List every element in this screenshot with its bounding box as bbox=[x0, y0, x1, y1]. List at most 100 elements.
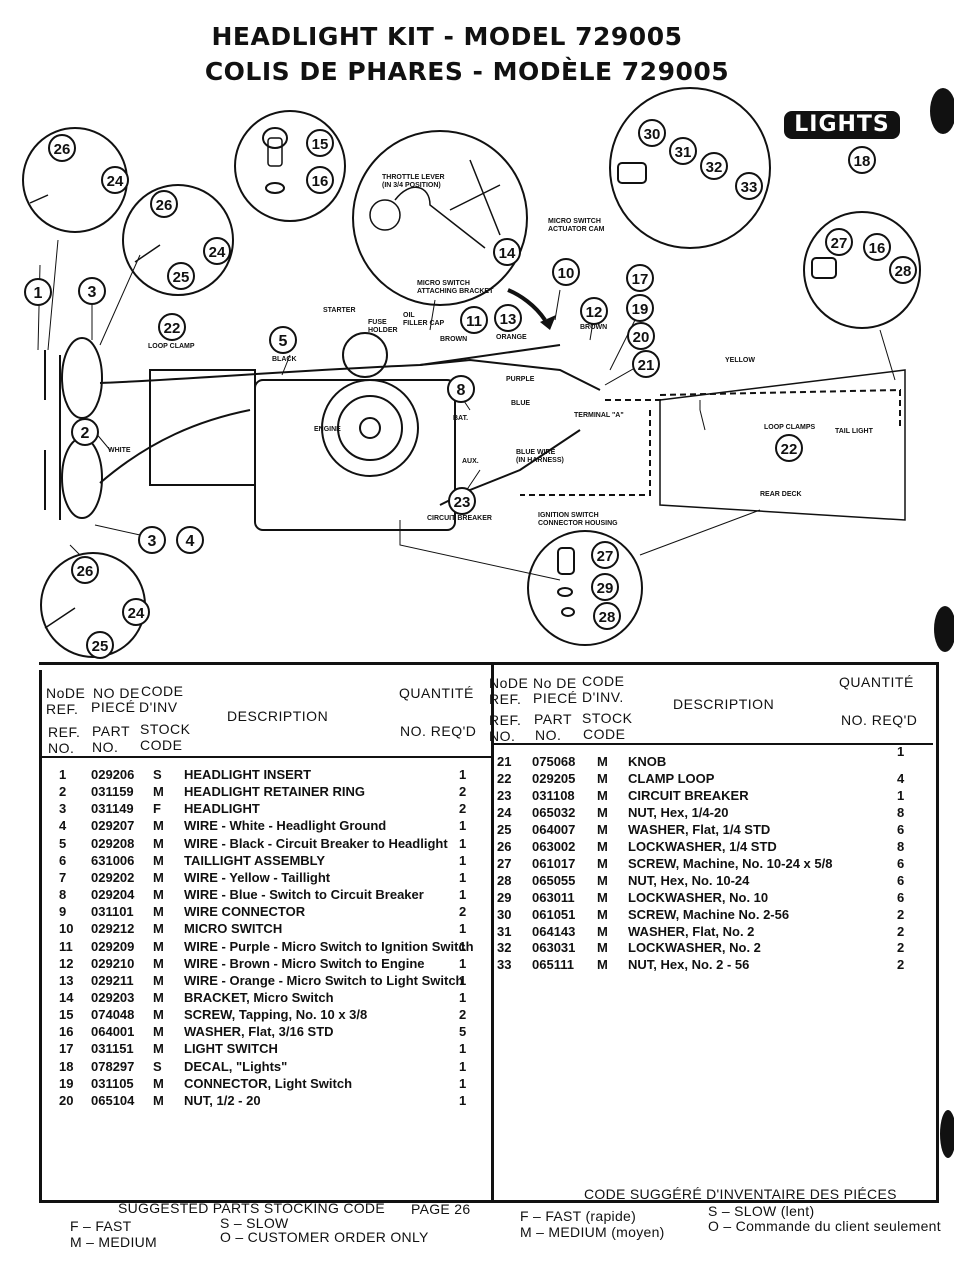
cell-code: M bbox=[597, 770, 608, 786]
cell-ref: 28 bbox=[497, 872, 512, 888]
hdr-r-piece: PIECÉ bbox=[533, 690, 578, 706]
cell-description: CIRCUIT BREAKER bbox=[628, 787, 749, 803]
svg-text:12: 12 bbox=[586, 304, 603, 321]
cell-ref: 33 bbox=[497, 957, 512, 973]
cell-description: WIRE - Yellow - Taillight bbox=[184, 869, 331, 885]
cell-code: M bbox=[153, 1041, 164, 1057]
cell-ref: 2 bbox=[59, 784, 67, 800]
label-loop-clamp: LOOP CLAMP bbox=[148, 343, 195, 350]
footer-code-o: O – CUSTOMER ORDER ONLY bbox=[220, 1229, 429, 1245]
callout-25: 25 bbox=[167, 262, 195, 290]
cell-description: WASHER, Flat, 1/4 STD bbox=[628, 821, 771, 837]
label-starter: STARTER bbox=[323, 307, 356, 314]
hdr-r-code: CODE bbox=[583, 726, 626, 742]
cell-code: M bbox=[153, 972, 164, 988]
hdr-r-code-fr: CODE bbox=[582, 673, 625, 689]
svg-text:5: 5 bbox=[279, 333, 288, 350]
cell-part: 031149 bbox=[91, 801, 134, 817]
callout-16: 16 bbox=[306, 166, 334, 194]
hdr-r-part: PART bbox=[534, 711, 573, 727]
cell-quantity: 1 bbox=[459, 955, 467, 971]
svg-text:10: 10 bbox=[558, 265, 575, 282]
cell-ref: 1 bbox=[59, 767, 67, 782]
hdr-no-de: NO DE bbox=[93, 685, 140, 701]
headlight-upper bbox=[61, 337, 103, 419]
callout-2: 2 bbox=[71, 418, 99, 446]
cell-quantity: 1 bbox=[459, 989, 467, 1005]
svg-text:17: 17 bbox=[632, 271, 649, 288]
cell-description: SCREW, Machine No. 2-56 bbox=[628, 906, 790, 922]
cell-description: LOCKWASHER, No. 10 bbox=[628, 889, 769, 905]
cell-quantity: 1 bbox=[897, 744, 905, 759]
title-fr: COLIS DE PHARES - MODÈLE 729005 bbox=[204, 57, 730, 86]
svg-text:15: 15 bbox=[312, 136, 329, 153]
title-en: HEADLIGHT KIT - MODEL 729005 bbox=[211, 22, 683, 51]
footer-code-m-fr: M – MEDIUM (moyen) bbox=[520, 1224, 665, 1240]
cell-code: M bbox=[597, 906, 608, 922]
cell-quantity: 2 bbox=[459, 801, 467, 817]
svg-text:31: 31 bbox=[675, 144, 692, 161]
cell-ref: 4 bbox=[59, 818, 67, 834]
cell-description: WIRE - Black - Circuit Breaker to Headli… bbox=[184, 835, 448, 851]
cell-quantity: 1 bbox=[459, 869, 467, 885]
cell-code: M bbox=[153, 869, 164, 885]
cell-quantity: 1 bbox=[459, 767, 467, 782]
cell-description: HEADLIGHT RETAINER RING bbox=[184, 784, 366, 800]
label-white: WHITE bbox=[108, 447, 131, 454]
svg-text:30: 30 bbox=[644, 126, 661, 143]
hdr-r-dinv: D'INV. bbox=[582, 689, 624, 705]
callout-4: 4 bbox=[176, 526, 204, 554]
detail-circle-27-29-28 bbox=[527, 530, 643, 646]
cell-quantity: 1 bbox=[459, 1092, 467, 1108]
label-bat: BAT. bbox=[453, 415, 469, 422]
cell-quantity: 1 bbox=[459, 852, 467, 868]
cell-ref: 32 bbox=[497, 940, 512, 956]
footer-code-fr-title: CODE SUGGÉRÉ D'INVENTAIRE DES PIÉCES bbox=[584, 1186, 897, 1202]
svg-text:2: 2 bbox=[81, 425, 90, 442]
cell-quantity: 1 bbox=[459, 1041, 467, 1057]
cell-ref: 27 bbox=[497, 855, 512, 871]
hdr-r-ref: REF. bbox=[489, 691, 522, 707]
cell-ref: 31 bbox=[497, 923, 512, 939]
cell-ref: 7 bbox=[59, 869, 67, 885]
footer-code-f-fr: F – FAST (rapide) bbox=[520, 1208, 637, 1224]
cell-ref: 10 bbox=[59, 921, 74, 937]
callout-11: 11 bbox=[460, 306, 488, 334]
svg-text:26: 26 bbox=[77, 563, 94, 580]
callout-31: 31 bbox=[669, 137, 697, 165]
cell-part: 064001 bbox=[91, 1024, 135, 1040]
svg-text:22: 22 bbox=[781, 441, 798, 458]
svg-text:27: 27 bbox=[831, 235, 848, 252]
footer-code-f: F – FAST bbox=[70, 1218, 132, 1234]
cell-part: 074048 bbox=[91, 1007, 135, 1023]
cell-ref: 25 bbox=[497, 821, 512, 837]
cell-part: 065055 bbox=[532, 872, 576, 888]
svg-text:24: 24 bbox=[128, 605, 145, 622]
label-blue: BLUE bbox=[511, 400, 531, 407]
svg-text:13: 13 bbox=[500, 311, 517, 328]
lights-badge: LIGHTS bbox=[784, 111, 900, 139]
cell-part: 064143 bbox=[532, 923, 576, 939]
cell-quantity: 6 bbox=[897, 855, 905, 871]
cell-code: M bbox=[597, 855, 608, 871]
cell-part: 031108 bbox=[532, 787, 575, 803]
cell-part: 029210 bbox=[91, 955, 135, 971]
cell-part: 029205 bbox=[532, 770, 576, 786]
parts-table: NoDE NO DE CODE REF. PIECÉ D'INV DESCRIP… bbox=[39, 662, 939, 1203]
cell-code: M bbox=[597, 889, 608, 905]
svg-text:32: 32 bbox=[706, 159, 723, 176]
cell-quantity: 1 bbox=[459, 835, 467, 851]
cell-quantity: 6 bbox=[897, 821, 905, 837]
cell-code: M bbox=[153, 1092, 164, 1108]
callout-19: 19 bbox=[626, 294, 654, 322]
label-terminal-a: TERMINAL "A" bbox=[574, 412, 624, 419]
footer-code-o-fr: O – Commande du client seulement bbox=[708, 1218, 941, 1234]
